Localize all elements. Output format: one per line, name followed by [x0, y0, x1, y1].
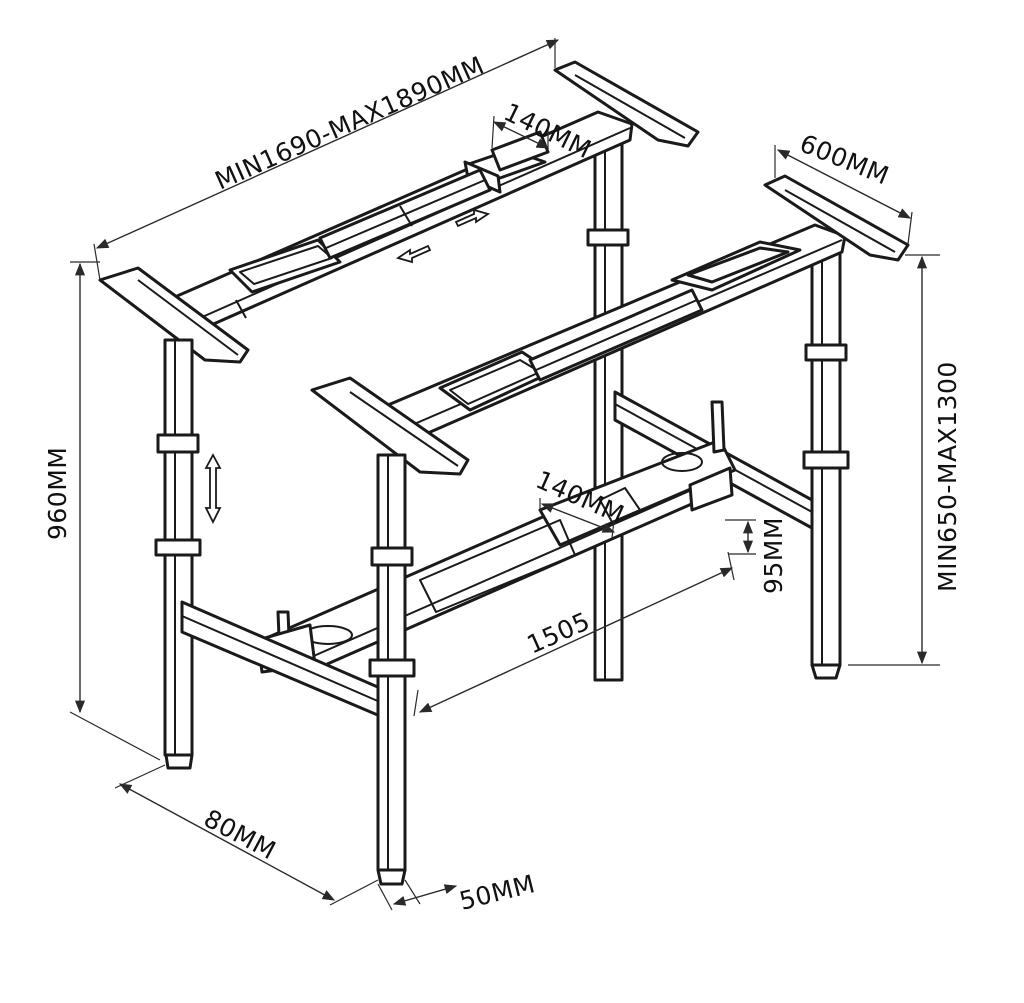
lift-arrows [204, 453, 222, 525]
label-depth: 600MM [796, 129, 893, 191]
dim-crossbar-height [725, 519, 756, 555]
dim-top-sleeve [491, 115, 550, 150]
dim-foot-depth [114, 764, 379, 906]
label-foot-depth: 80MM [199, 804, 281, 866]
label-width-range: MIN1690-MAX1890MM [211, 50, 489, 195]
dim-leg-height [69, 261, 161, 761]
label-leg-height: 960MM [43, 447, 72, 540]
front-left-leg [154, 338, 202, 770]
dim-foot-width [377, 879, 458, 911]
dim-depth [774, 145, 913, 245]
dim-height-range [848, 254, 940, 666]
dim-lower-sleeve [539, 498, 616, 539]
label-crossbar-length: 1505 [523, 606, 595, 659]
label-crossbar-height: 95MM [759, 517, 788, 594]
front-right-leg [368, 453, 416, 886]
label-foot-width: 50MM [456, 869, 538, 916]
dim-crossbar-length [413, 551, 735, 717]
back-right-bracket [553, 60, 700, 148]
back-right-leg [802, 248, 850, 680]
label-height-range: MIN650-MAX1300 [933, 361, 962, 592]
front-top-slider [528, 288, 704, 382]
